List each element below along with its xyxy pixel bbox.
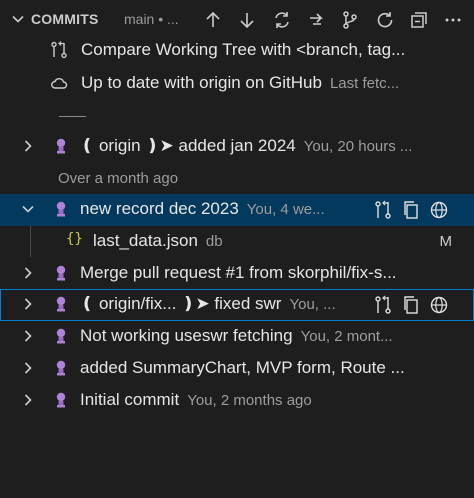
branch-label: main • ... [124,11,179,27]
commit-message: Initial commit [80,390,180,409]
row-actions [372,294,450,316]
commit-message: Not working useswr fetching [80,326,293,345]
more-actions-button[interactable] [441,8,465,32]
commit-desc: You, 2 mont... [300,328,393,345]
commit-avatar-icon [56,201,66,217]
git-branch-icon [343,11,357,29]
collapse-all-button[interactable] [407,8,431,32]
file-status-badge: M [439,233,453,250]
tag-close-icon: ❫➤ [140,136,179,155]
copy-icon [404,296,418,314]
chevron-right-icon[interactable] [20,265,36,281]
open-on-remote-button[interactable] [428,199,450,221]
collapse-all-icon [411,12,427,28]
commit-tag: origin [98,136,141,155]
sync-status-desc: Last fetc... [329,75,400,92]
ellipsis-icon [445,18,461,22]
chevron-right-icon[interactable] [20,138,36,154]
commit-desc: You, 2 months ago [187,392,312,409]
chevron-right-icon[interactable] [20,296,36,312]
refresh-button[interactable] [373,8,397,32]
separator [59,116,86,117]
copy-sha-button[interactable] [400,294,422,316]
chevron-down-icon[interactable] [10,11,26,27]
globe-icon [430,201,448,219]
commit-desc: You, 20 hours ... [303,138,413,155]
compare-commit-button[interactable] [372,294,394,316]
compare-working-tree-row[interactable]: Compare Working Tree with <branch, tag..… [0,35,474,66]
open-on-remote-button[interactable] [428,294,450,316]
git-compare-icon [51,41,67,59]
sync-status-label: Up to date with origin on GitHub [81,73,322,92]
commit-row[interactable]: Merge pull request #1 from skorphil/fix-… [0,258,474,289]
cloud-icon [51,78,68,89]
tag-open-icon: ❪ [80,136,99,155]
refresh-icon [377,12,393,28]
fetch-button[interactable] [305,8,329,32]
commit-row-selected[interactable]: new record dec 2023 You, 4 we... [0,194,474,226]
panel-header[interactable]: COMMITS main • ... [0,4,474,34]
tag-close-icon: ❫➤ [176,294,215,313]
chevron-right-icon[interactable] [20,360,36,376]
commit-avatar-icon [56,138,66,154]
commit-avatar-icon [56,296,66,312]
copy-sha-button[interactable] [400,199,422,221]
row-actions [372,199,450,221]
commit-message: fixed swr [214,294,282,313]
tree-indent-guide [30,226,31,257]
commit-avatar-icon [56,392,66,408]
commit-message: added jan 2024 [178,136,296,155]
branch-compare-button[interactable] [338,8,362,32]
json-file-icon: {} [66,231,83,247]
chevron-right-icon[interactable] [20,328,36,344]
commit-message: added SummaryChart, MVP form, Route ... [80,358,405,377]
commit-desc: You, ... [289,296,336,313]
commit-row-focused[interactable]: ❪ origin/fix... ❫➤ fixed swr You, ... [0,289,474,321]
compare-label: Compare Working Tree with <branch, tag..… [81,40,406,59]
commit-avatar-icon [56,360,66,376]
tag-open-icon: ❪ [80,294,99,313]
git-compare-icon [375,295,391,314]
commit-message: new record dec 2023 [80,199,239,218]
commit-row[interactable]: added SummaryChart, MVP form, Route ... [0,353,474,384]
time-group-header: Over a month ago [58,170,179,187]
redirect-arrow-icon [310,13,323,25]
arrow-up-icon [206,11,220,27]
commit-row[interactable]: Not working useswr fetching You, 2 mont..… [0,321,474,352]
panel-title: COMMITS [31,11,99,27]
commit-tag: origin/fix... [98,294,177,313]
commit-avatar-icon [56,328,66,344]
commit-row[interactable]: Initial commit You, 2 months ago [0,385,474,416]
copy-icon [404,201,418,219]
sync-status-row[interactable]: Up to date with origin on GitHub Last fet… [0,68,474,99]
globe-icon [430,296,448,314]
commit-desc: You, 4 we... [246,201,325,218]
file-folder: db [205,233,223,250]
file-name: last_data.json [93,231,198,250]
sync-icon [275,12,289,28]
commit-avatar-icon [56,265,66,281]
chevron-right-icon[interactable] [20,392,36,408]
pull-button[interactable] [235,8,259,32]
sync-button[interactable] [270,8,294,32]
chevron-down-icon[interactable] [20,201,36,217]
arrow-down-icon [240,13,254,29]
push-button[interactable] [201,8,225,32]
commit-row[interactable]: ❪ origin ❫➤ added jan 2024 You, 20 hours … [0,131,474,162]
git-compare-icon [375,200,391,219]
commit-message: Merge pull request #1 from skorphil/fix-… [80,263,397,282]
compare-commit-button[interactable] [372,199,394,221]
file-row[interactable]: {} last_data.json db M [0,226,474,257]
